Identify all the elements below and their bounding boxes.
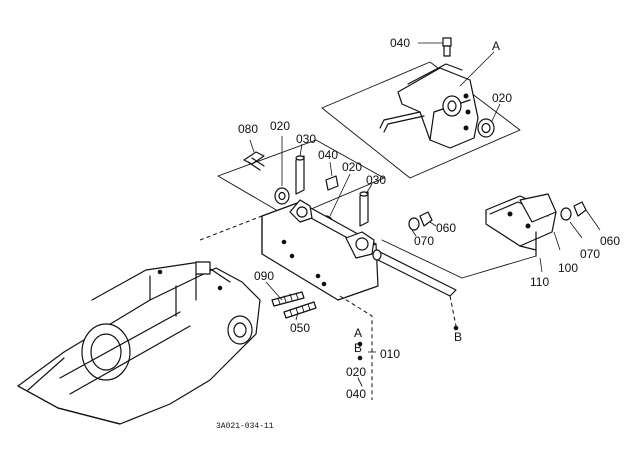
label-050: 050 (290, 321, 310, 335)
pin-plane (217, 136, 385, 233)
grease-nipple-mid (325, 161, 339, 191)
label-060-b: 060 (600, 234, 620, 248)
transmission-case (17, 261, 261, 425)
label-b-bracket: B (354, 341, 362, 355)
label-040-mid: 040 (318, 148, 338, 162)
stud-090 (271, 291, 305, 307)
mounting-plate (261, 199, 379, 321)
pin-b (359, 183, 373, 227)
grease-nipple-top (418, 37, 452, 57)
label-b-right: B (454, 330, 462, 344)
part-labels: 040 A 020 080 020 030 040 020 030 060 07… (216, 36, 620, 431)
label-010: 010 (380, 347, 400, 361)
label-070-b: 070 (580, 247, 600, 261)
label-a-bracket: A (354, 326, 362, 340)
group-bracket-010 (339, 295, 376, 400)
label-a-top: A (492, 39, 500, 53)
label-020-bracket: 020 (346, 365, 366, 379)
label-080: 080 (238, 122, 258, 136)
pin-a (295, 143, 305, 195)
washer-nut-left (408, 211, 437, 237)
label-110: 110 (530, 275, 549, 289)
label-040-bracket: 040 (346, 387, 366, 401)
label-100: 100 (558, 261, 578, 275)
bolt-080 (243, 139, 265, 171)
label-020-b: 020 (342, 160, 362, 174)
stud-050 (283, 301, 317, 319)
shaft-b (372, 249, 459, 331)
label-020-a: 020 (270, 119, 290, 133)
label-070-a: 070 (414, 234, 434, 248)
bushing-right (477, 103, 501, 138)
label-030-b: 030 (366, 173, 386, 187)
drawing-code: 3A021-034-11 (216, 422, 274, 431)
label-060-a: 060 (436, 221, 456, 235)
label-040-top: 040 (390, 36, 410, 50)
label-020-right: 020 (492, 91, 512, 105)
subassembly-a (321, 37, 521, 179)
label-030-a: 030 (296, 132, 316, 146)
label-090: 090 (254, 269, 274, 283)
right-bracket (485, 193, 601, 273)
bushing-a (274, 136, 290, 205)
